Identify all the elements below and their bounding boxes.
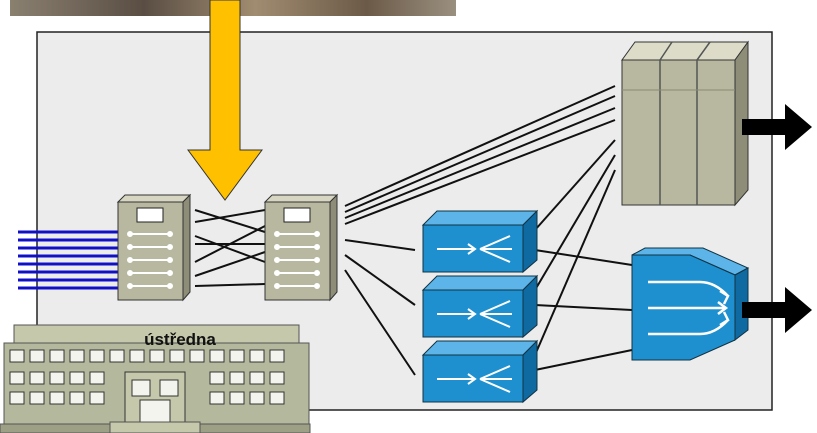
switch-icon <box>421 209 539 274</box>
black-right-arrow <box>742 287 812 333</box>
core-links <box>534 139 633 371</box>
server-icon <box>263 193 339 302</box>
router-icon <box>631 247 750 361</box>
server-cabinet-icon <box>621 40 749 207</box>
building-label: ústředna <box>144 330 216 349</box>
switch-icon <box>421 339 539 404</box>
server-crosslinks <box>194 209 266 287</box>
yellow-down-arrow <box>187 0 263 201</box>
switch-links <box>344 239 416 376</box>
building-icon <box>0 324 311 433</box>
blue-line-bundle <box>18 230 118 290</box>
black-right-arrow <box>742 104 812 150</box>
switch-icon <box>421 274 539 339</box>
server-icon <box>116 193 192 302</box>
cabinet-links <box>344 85 616 225</box>
